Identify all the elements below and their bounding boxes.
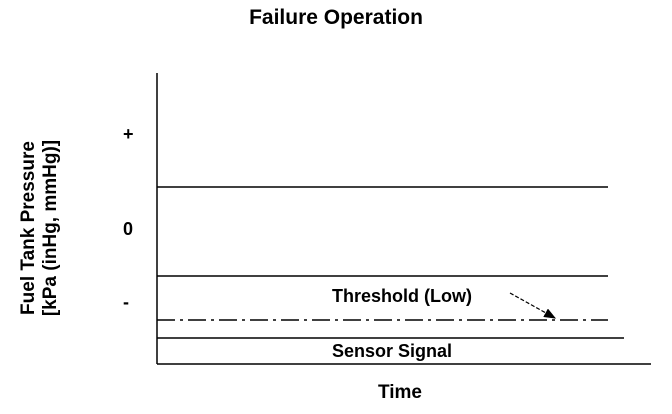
tick-zero: 0 [123,219,134,239]
x-axis-label: Time [378,382,423,403]
threshold-label: Threshold (Low) [332,286,472,306]
tick-plus: + [123,124,134,144]
threshold-arrow [509,292,557,319]
sensor-signal-label: Sensor Signal [332,341,453,361]
diagram-title: Failure Operation [249,6,423,29]
tick-minus: - [123,292,129,312]
